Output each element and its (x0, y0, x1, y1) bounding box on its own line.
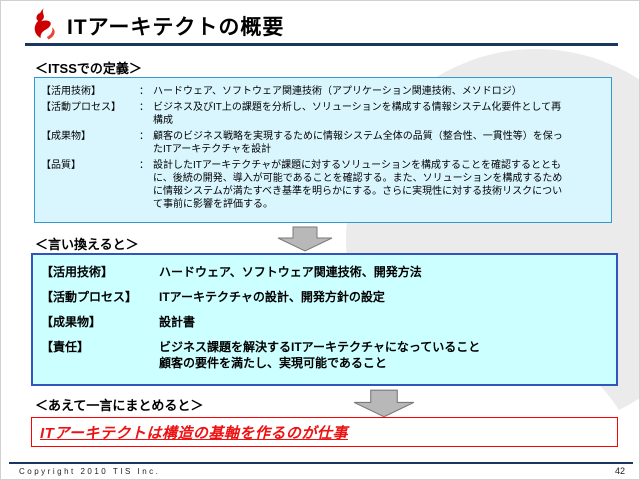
paraphrase-box: 【活用技術】 ハードウェア、ソフトウェア関連技術、開発方法 【活動プロセス】 I… (31, 253, 618, 386)
paraphrase-row: 【責任】 ビジネス課題を解決するITアーキテクチャになっていること 顧客の要件を… (41, 339, 606, 371)
paraphrase-row-text: ハードウェア、ソフトウェア関連技術、開発方法 (159, 265, 422, 279)
paraphrase-row-text: 設計書 (159, 315, 196, 329)
definition-row-separator: ： (139, 131, 149, 142)
definition-row-separator: ： (139, 86, 149, 97)
definition-section-heading: ＜ITSSでの定義＞ (35, 61, 142, 76)
paraphrase-row-text: ビジネス課題を解決するITアーキテクチャになっていること (159, 340, 481, 354)
summary-statement: ITアーキテクトは構造の基軸を作るのが仕事 (40, 424, 348, 442)
footer-rule (9, 462, 633, 464)
definition-row: 【成果物】 ： 顧客のビジネス戦略を実現するために情報システム全体の品質（整合性… (41, 130, 567, 156)
definition-row: 【活用技術】 ： ハードウェア、ソフトウェア関連技術（アプリケーション関連技術、… (41, 85, 567, 98)
paraphrase-row-text: ITアーキテクチャの設計、開発方針の設定 (159, 290, 385, 304)
definition-row-text: 顧客のビジネス戦略を実現するために情報システム全体の品質（整合性、一貫性等）を保… (153, 131, 563, 155)
paraphrase-row-label: 【責任】 (41, 340, 90, 354)
title-underline-rule (25, 43, 618, 46)
definition-row-separator: ： (139, 160, 149, 171)
definition-row-label: 【活用技術】 (41, 86, 101, 97)
definition-row: 【品質】 ： 設計したITアーキテクチャが課題に対するソリューションを構成するこ… (41, 159, 567, 211)
copyright-text: Copyright 2010 TIS Inc. (19, 467, 161, 476)
paraphrase-row: 【活用技術】 ハードウェア、ソフトウェア関連技術、開発方法 (41, 264, 606, 280)
definition-row: 【活動プロセス】 ： ビジネス及びIT上の課題を分析し、ソリューションを構成する… (41, 101, 567, 127)
definition-box: 【活用技術】 ： ハードウェア、ソフトウェア関連技術（アプリケーション関連技術、… (34, 77, 612, 223)
summary-section-heading: ＜あえて一言にまとめると＞ (35, 398, 204, 413)
definition-row-text: ビジネス及びIT上の課題を分析し、ソリューションを構成する情報システム化要件とし… (153, 102, 562, 126)
tis-logo-icon (28, 7, 58, 41)
paraphrase-section-heading: ＜言い換えると＞ (35, 237, 139, 252)
paraphrase-row: 【成果物】 設計書 (41, 314, 606, 330)
page-number: 42 (614, 466, 625, 476)
definition-row-label: 【活動プロセス】 (41, 102, 121, 113)
paraphrase-row-label: 【成果物】 (41, 315, 102, 329)
paraphrase-row-label: 【活用技術】 (41, 265, 114, 279)
summary-box: ITアーキテクトは構造の基軸を作るのが仕事 (31, 417, 618, 447)
paraphrase-row: 【活動プロセス】 ITアーキテクチャの設計、開発方針の設定 (41, 289, 606, 305)
definition-row-label: 【成果物】 (41, 131, 91, 142)
slide-title: ITアーキテクトの概要 (67, 16, 285, 39)
down-arrow-icon (277, 226, 333, 252)
definition-row-label: 【品質】 (41, 160, 81, 171)
definition-row-text: ハードウェア、ソフトウェア関連技術（アプリケーション関連技術、メソドロジ） (153, 86, 522, 97)
definition-row-separator: ： (139, 102, 149, 113)
down-arrow-icon (353, 389, 415, 418)
definition-row-text: 設計したITアーキテクチャが課題に対するソリューションを構成することを確認すると… (153, 160, 563, 210)
paraphrase-row-text-line2: 顧客の要件を満たし、実現可能であること (159, 356, 387, 370)
paraphrase-row-label: 【活動プロセス】 (41, 290, 138, 304)
